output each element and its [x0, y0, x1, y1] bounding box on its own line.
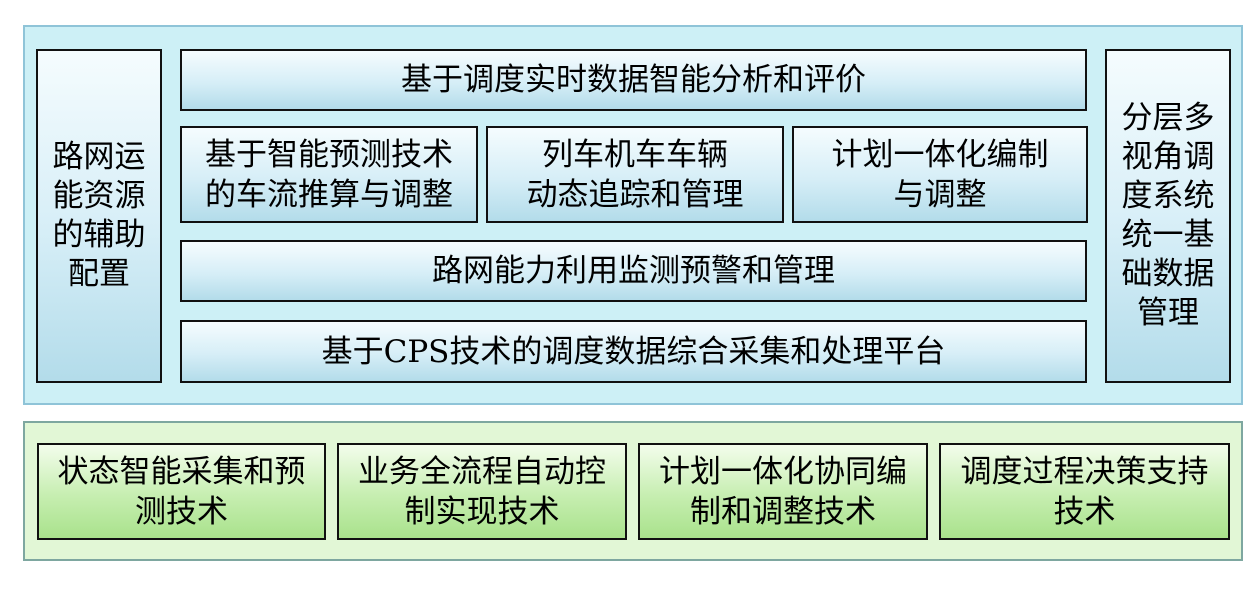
plan-integration-box: 计划一体化编制 与调整: [792, 126, 1088, 223]
analysis-evaluation-box: 基于调度实时数据智能分析和评价: [180, 49, 1087, 111]
tech-box-process-control: 业务全流程自动控 制实现技术: [337, 443, 627, 540]
traffic-prediction-box: 基于智能预测技术 的车流推算与调整: [180, 126, 478, 223]
cps-data-platform-box: 基于CPS技术的调度数据综合采集和处理平台: [180, 320, 1087, 383]
left-side-box: 路网运 能资源 的辅助 配置: [36, 49, 162, 383]
tech-box-state-sensing: 状态智能采集和预 测技术: [37, 443, 326, 540]
tech-box-decision-support: 调度过程决策支持 技术: [939, 443, 1230, 540]
capacity-monitoring-box: 路网能力利用监测预警和管理: [180, 240, 1087, 302]
vehicle-tracking-box: 列车机车车辆 动态追踪和管理: [486, 126, 784, 223]
tech-box-plan-coordination: 计划一体化协同编 制和调整技术: [638, 443, 928, 540]
right-side-box: 分层多 视角调 度系统 统一基 础数据 管理: [1105, 49, 1231, 383]
